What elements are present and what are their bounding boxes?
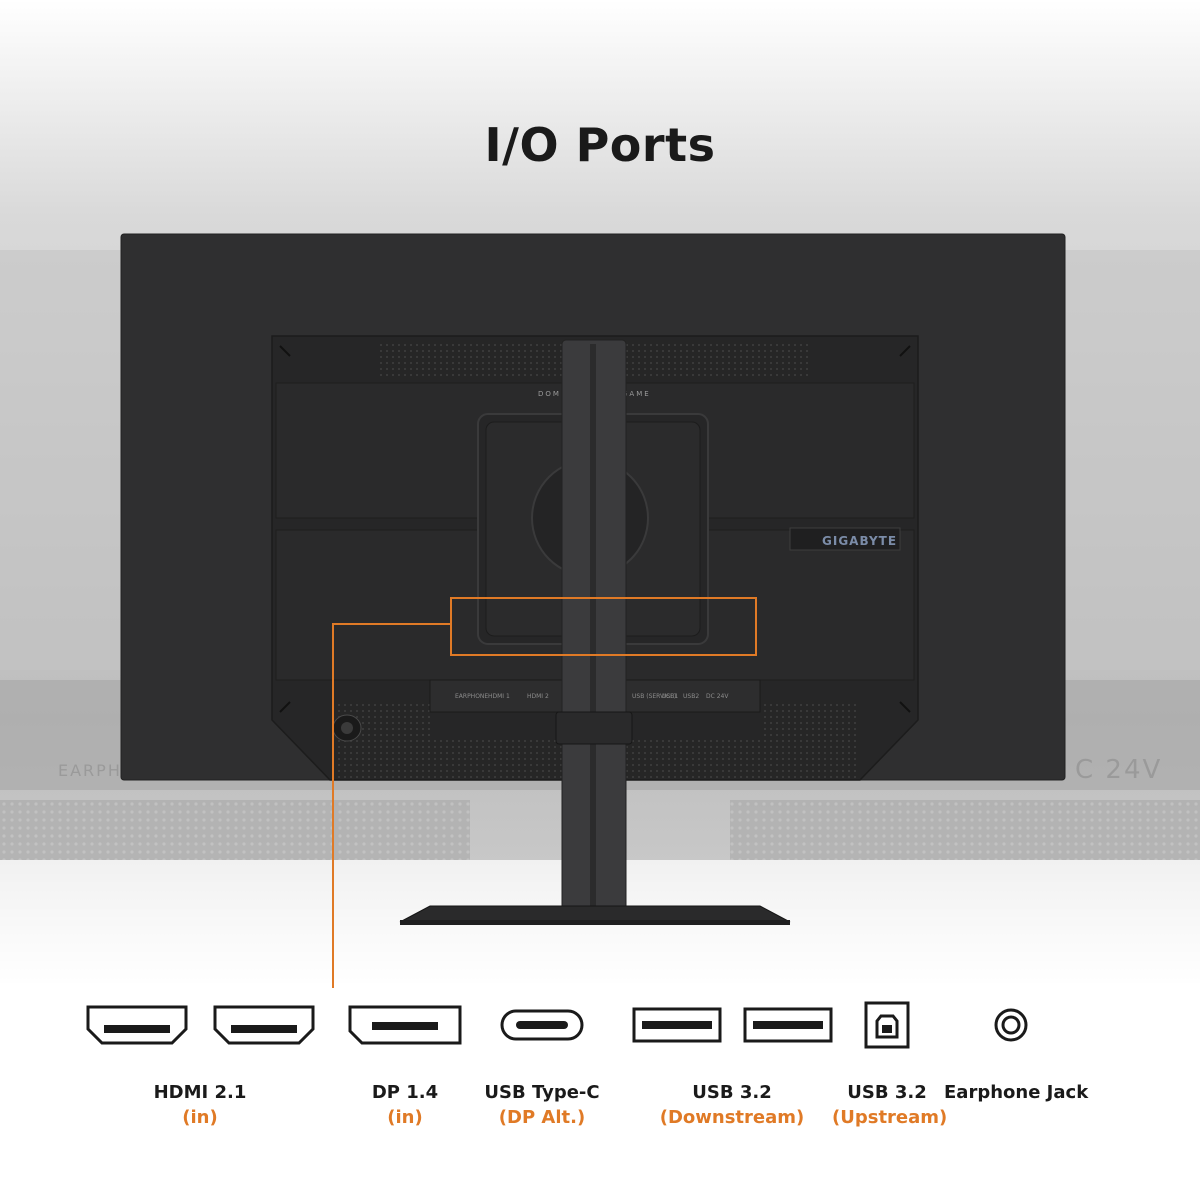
port-label-usb-service: USB (SERVICE) — [632, 693, 676, 700]
bg-zoom-text-left: EARPH — [58, 761, 122, 780]
port-sub-usb-a: (Downstream) — [659, 1107, 805, 1128]
port-label-hdmi1: HDMI 1 — [488, 693, 510, 700]
port-name-earphone: Earphone Jack — [944, 1082, 1089, 1103]
earphone-jack-icon — [994, 1008, 1028, 1042]
port-name-usb-b: USB 3.2 — [847, 1082, 927, 1103]
port-usb-c: USB Type-C (DP Alt.) — [480, 1000, 604, 1128]
hdmi-icon — [213, 1005, 314, 1045]
port-usb-b: USB 3.2 (Upstream) — [832, 1000, 948, 1128]
port-name-usb-c: USB Type-C — [484, 1082, 600, 1103]
port-name-hdmi: HDMI 2.1 — [153, 1082, 247, 1103]
usb-a-icon — [632, 1007, 721, 1043]
port-usb-a: USB 3.2 (Downstream) — [628, 1000, 836, 1128]
usb-b-icon — [864, 1001, 910, 1049]
port-label-dc: DC 24V — [706, 693, 729, 700]
port-sub-usb-b: (Upstream) — [832, 1107, 948, 1128]
port-label-usb2: USB2 — [683, 693, 699, 700]
port-sub-hdmi: (in) — [182, 1107, 218, 1128]
port-earphone: Earphone Jack — [944, 1000, 1089, 1103]
port-sub-dp: (in) — [387, 1107, 423, 1128]
port-sub-usb-c: (DP Alt.) — [498, 1107, 586, 1128]
port-displayport: DP 1.4 (in) — [340, 1000, 470, 1128]
hdmi-icon — [86, 1005, 187, 1045]
port-name-dp: DP 1.4 — [371, 1082, 439, 1103]
page-title: I/O Ports — [484, 118, 716, 172]
port-label-usb1: USB1 — [662, 693, 678, 700]
brand-strip-left: DOMI — [538, 390, 565, 398]
bg-zoom-text-right: C 24V — [1075, 755, 1162, 785]
brand-strip-right: GAME — [622, 390, 651, 398]
port-name-usb-a: USB 3.2 — [692, 1082, 772, 1103]
brand-logo: GIGABYTE — [822, 534, 897, 548]
port-label-hdmi2: HDMI 2 — [527, 693, 549, 700]
port-hdmi: HDMI 2.1 (in) — [80, 1000, 320, 1128]
usb-c-icon — [500, 1009, 584, 1041]
port-label-earphone: EARPHONE — [455, 693, 488, 700]
usb-a-icon — [743, 1007, 832, 1043]
displayport-icon — [348, 1005, 462, 1045]
